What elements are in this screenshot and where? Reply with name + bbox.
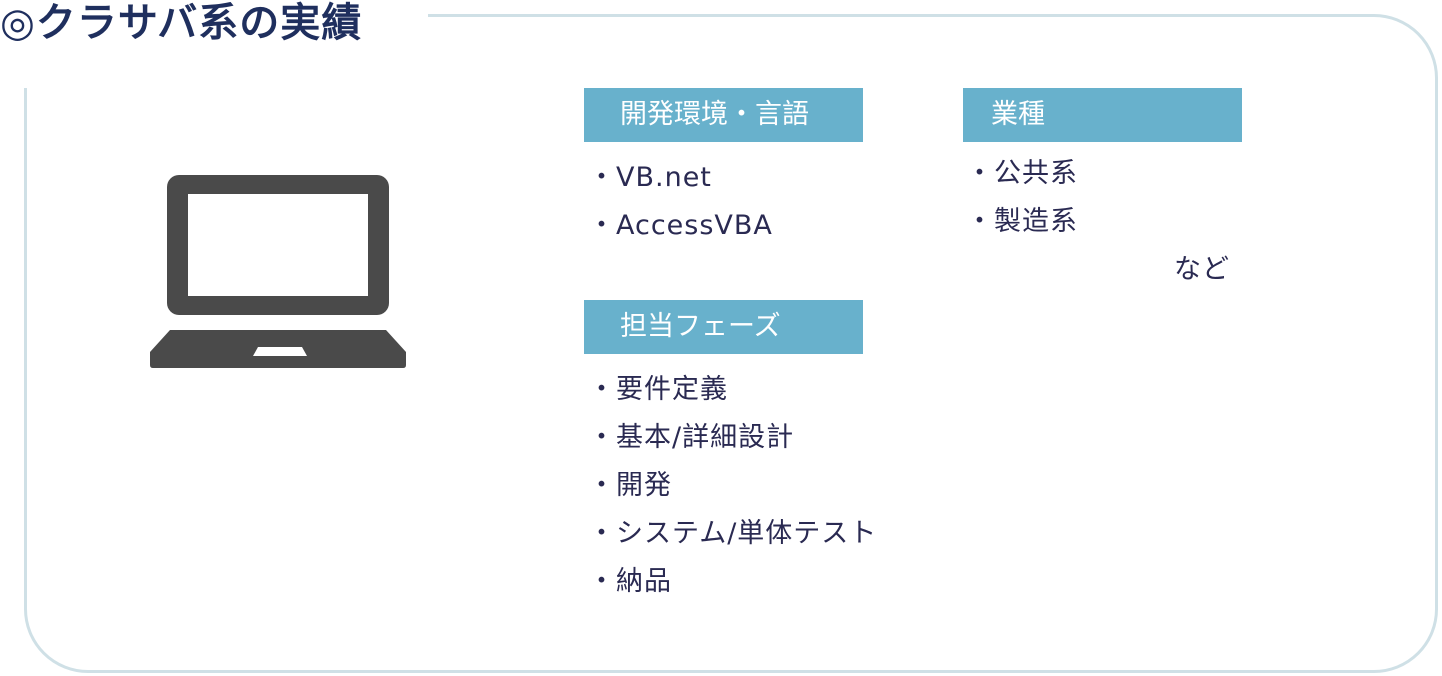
phase-item-development: ・開発 (588, 470, 672, 501)
phase-item-design: ・基本/詳細設計 (588, 422, 795, 453)
phase-item-testing: ・システム/単体テスト (588, 518, 878, 549)
industry-item-manufacturing: ・製造系 (966, 206, 1078, 237)
environment-item-accessvba: ・AccessVBA (588, 210, 773, 241)
phase-item-requirements: ・要件定義 (588, 374, 728, 405)
environment-item-vbnet: ・VB.net (588, 162, 712, 193)
industry-item-public: ・公共系 (966, 158, 1078, 189)
title-background (0, 0, 428, 88)
laptop-icon (150, 175, 406, 368)
environment-heading: 開発環境・言語 (584, 88, 863, 142)
industry-note: など (1174, 254, 1230, 285)
laptop-trackpad (253, 347, 307, 356)
phases-heading: 担当フェーズ (584, 300, 863, 354)
phase-item-delivery: ・納品 (588, 566, 672, 597)
content-frame (24, 14, 1438, 673)
laptop-screen (188, 194, 368, 296)
industry-heading: 業種 (963, 88, 1242, 142)
page-title: ◎クラサバ系の実績 (0, 0, 363, 46)
